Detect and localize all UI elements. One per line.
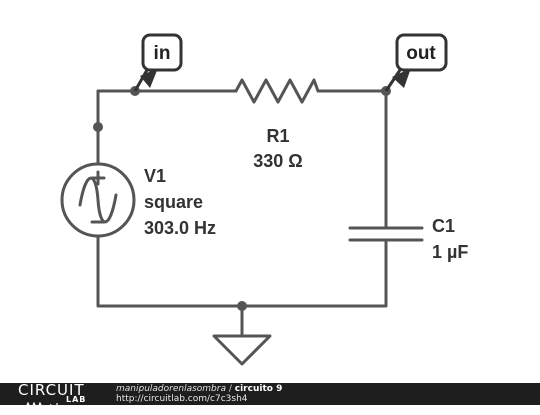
circuit-title[interactable]: circuito 9	[234, 384, 283, 394]
wire-bottom-return	[96, 234, 388, 308]
circuit-schematic-page: in out R1 330 Ω V1 square 303.0 Hz C1 1 …	[0, 33, 540, 412]
junctions	[93, 86, 391, 311]
junction-left	[93, 122, 103, 132]
resistor-value-label: 330 Ω	[253, 151, 302, 171]
circuitlab-logo-sub: LAB	[16, 395, 96, 412]
capacitor-c1[interactable]	[348, 226, 424, 242]
circuit-url-link[interactable]: http://circuitlab.com/c7c3sh4	[116, 394, 248, 404]
wires	[96, 89, 388, 338]
junction-ground	[237, 301, 247, 311]
logo-resistor-icon	[18, 401, 58, 412]
voltage-source-v1[interactable]	[60, 162, 136, 238]
source-frequency-label: 303.0 Hz	[144, 218, 216, 238]
source-waveform-label: square	[144, 192, 203, 212]
resistor-r1[interactable]	[234, 78, 320, 104]
footer-bar: CIRCUIT LAB manipuladorenlasombra / circ…	[0, 381, 540, 412]
node-label-out: out	[406, 43, 436, 64]
circuitlab-logo[interactable]: CIRCUIT	[18, 381, 85, 399]
title-separator: /	[226, 384, 235, 394]
author-name[interactable]: manipuladorenlasombra	[116, 384, 226, 394]
sine-wave-icon	[78, 176, 118, 224]
node-tag-in[interactable]: in	[133, 33, 183, 92]
source-name-label: V1	[144, 166, 166, 186]
node-label-in: in	[154, 43, 171, 64]
schematic-canvas: in out R1 330 Ω V1 square 303.0 Hz C1 1 …	[60, 33, 468, 366]
capacitor-name-label: C1	[432, 216, 455, 236]
node-tag-out[interactable]: out	[384, 33, 448, 92]
logo-lab-text: LAB	[66, 395, 87, 404]
wire-r1-to-c1	[316, 89, 388, 230]
ground-icon	[212, 334, 272, 366]
author-line: manipuladorenlasombra / circuito 9	[116, 384, 282, 394]
resistor-name-label: R1	[266, 126, 289, 146]
capacitor-value-label: 1 µF	[432, 242, 468, 262]
